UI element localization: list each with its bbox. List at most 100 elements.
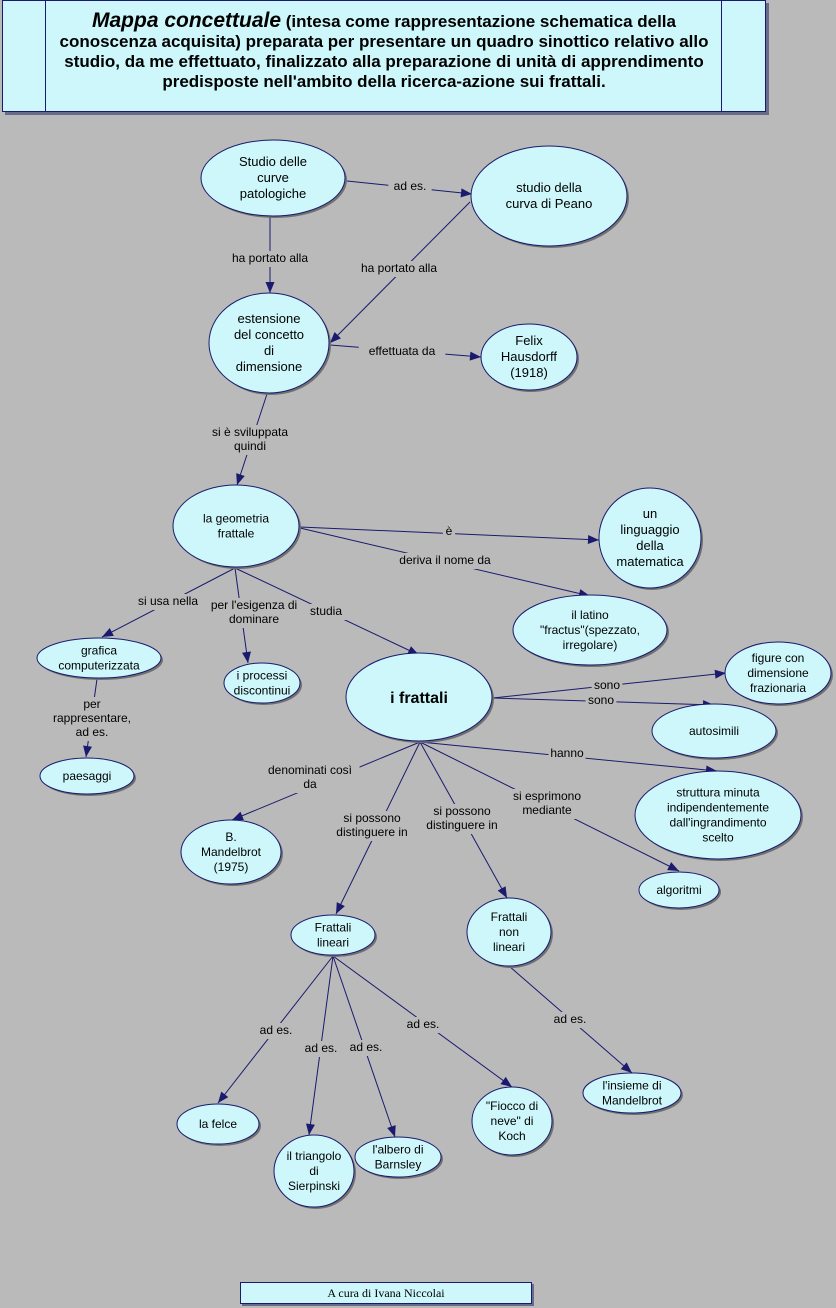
node-ellipse: [273, 1134, 355, 1208]
edge-label-line: si possono: [343, 811, 401, 825]
edge-label-bg: [254, 1023, 298, 1039]
edge-label-bg: [585, 693, 617, 709]
node-label-line: dimensione: [236, 359, 303, 374]
edge-label-bg: [299, 1041, 343, 1057]
node-label-line: il latino: [571, 608, 609, 622]
node-label-line: (1975): [214, 860, 249, 874]
arrow-head: [714, 669, 726, 679]
edge-label-bg: [325, 811, 419, 841]
node-label-line: patologiche: [240, 186, 307, 201]
edge-label-bg: [389, 553, 501, 569]
node-label-line: Studio delle: [239, 154, 307, 169]
edge-label-line: mediante: [522, 803, 572, 817]
edge-label-line: studia: [310, 604, 342, 618]
edge-label: effettuata da: [369, 344, 436, 358]
node-label: paesaggi: [63, 769, 112, 783]
node-label: il latino"fractus"(spezzato,irregolare): [540, 608, 640, 652]
node-label-line: "fractus"(spezzato,: [540, 623, 640, 637]
node-label-line: lineari: [317, 936, 349, 950]
node-label-line: l'albero di: [373, 1143, 424, 1157]
node-label-line: B.: [225, 830, 236, 844]
edge-e19: ad es.: [217, 955, 334, 1104]
node-label-line: il triangolo: [287, 1149, 342, 1163]
edge-label-line: distinguere in: [336, 825, 407, 839]
header-box: Mappa concettuale (intesa come rappresen…: [2, 0, 766, 112]
node-label-line: Sierpinski: [288, 1179, 340, 1193]
node-autosimili: autosimili: [651, 703, 778, 760]
node-ellipse: [724, 641, 832, 705]
header-rule-right: [721, 1, 722, 111]
edge-label: ad es.: [305, 1041, 338, 1055]
node-ellipse: [354, 1136, 442, 1178]
edge-label-bg: [344, 1040, 388, 1056]
edge-label-line: quindi: [234, 439, 266, 453]
node-label-line: dimensione: [747, 666, 809, 680]
edge-label-line: da: [303, 777, 317, 791]
edge-label-line: ad es.: [407, 1017, 440, 1031]
node-label-line: Felix: [515, 333, 543, 348]
edge-label-bg: [388, 179, 432, 195]
node-label-line: indipendentemente: [667, 801, 769, 815]
node-ellipse: [208, 292, 330, 394]
edge-label-bg: [358, 344, 446, 360]
node-ellipse: [480, 323, 578, 391]
node-latino: il latino"fractus"(spezzato,irregolare): [512, 594, 669, 667]
arrow-head: [306, 1123, 315, 1135]
edge-label: deriva il nome da: [399, 553, 491, 567]
edge-label-line: sono: [588, 693, 614, 707]
edge-label-line: ha portato alla: [361, 261, 437, 275]
edge-label: è: [446, 524, 453, 538]
arrow-head: [218, 1091, 229, 1103]
node-label-line: frazionaria: [750, 681, 806, 695]
edge-label: ad es.: [394, 179, 427, 193]
edge-label-line: si possono: [433, 804, 491, 818]
edge-e21: ad es.: [332, 955, 396, 1138]
node-label: B.Mandelbrot(1975): [201, 830, 262, 874]
node-ellipse: [512, 594, 668, 666]
node-frattali: i frattali: [345, 652, 494, 743]
node-label: la felce: [199, 1117, 237, 1131]
node-ellipse: [466, 897, 552, 967]
edge-label-bg: [548, 746, 586, 762]
node-label-line: computerizzata: [58, 659, 140, 673]
edge-e12: sono: [492, 669, 727, 699]
node-label-line: un: [643, 506, 657, 521]
node-label-line: Frattali: [491, 910, 528, 924]
node-ellipse: [180, 819, 282, 885]
edge-label: ha portato alla: [361, 261, 437, 275]
arrow-head: [336, 902, 345, 914]
edge-label: sono: [588, 693, 614, 707]
edge-label-line: hanno: [550, 746, 584, 760]
edge-label: ha portato alla: [232, 251, 308, 265]
node-label-line: estensione: [238, 311, 301, 326]
node-label-line: la felce: [199, 1117, 237, 1131]
node-label-line: scelto: [702, 831, 734, 845]
node-label-line: grafica: [81, 644, 117, 658]
arrow-head: [587, 535, 599, 545]
node-label-line: studio della: [516, 180, 583, 195]
node-label-line: lineari: [493, 940, 525, 954]
arrow-head: [242, 651, 251, 663]
edge-label-line: per l'esigenza di: [211, 598, 297, 612]
edge-label-line: deriva il nome da: [399, 553, 491, 567]
arrow-head: [102, 627, 114, 637]
node-algoritmi: algoritmi: [638, 871, 721, 910]
edge-e13: sono: [492, 693, 715, 710]
node-label-line: Mandelbrot: [602, 1094, 663, 1108]
